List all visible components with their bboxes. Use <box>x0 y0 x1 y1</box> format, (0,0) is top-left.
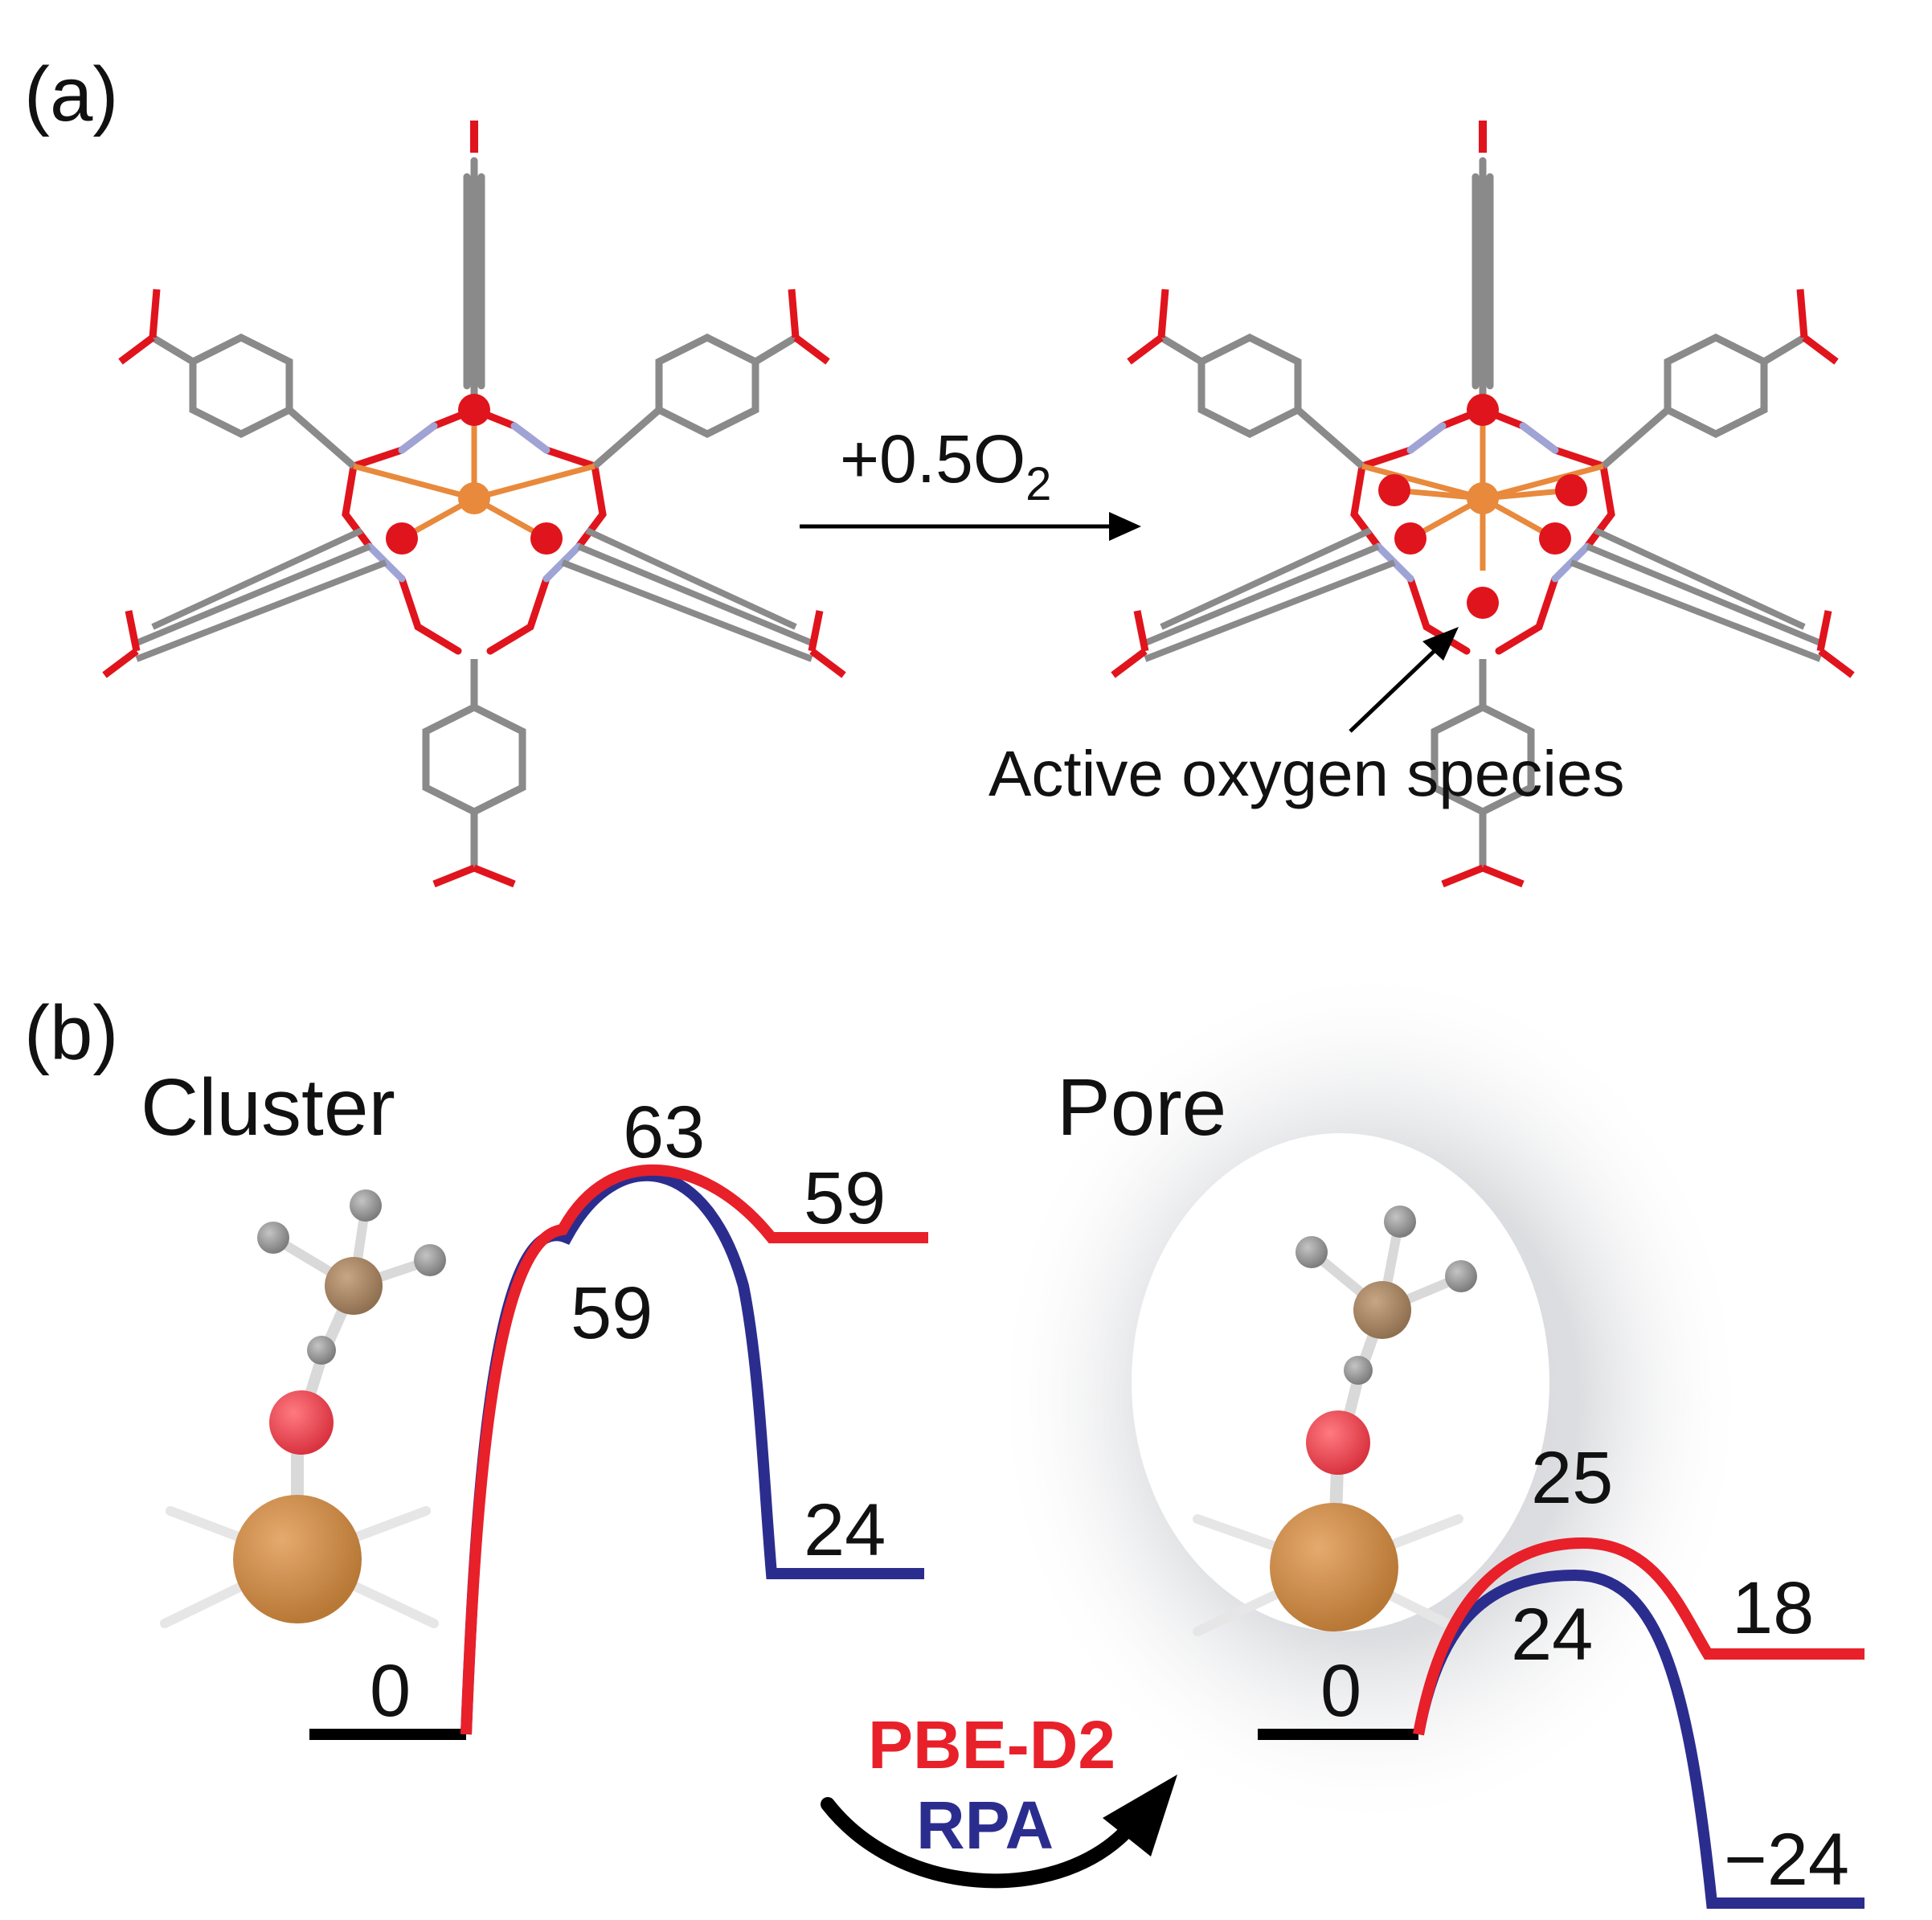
reaction-label-subscript: 2 <box>1025 458 1051 510</box>
pore-pbe-final-value: 18 <box>1732 1567 1814 1649</box>
cluster-oxygen-atom <box>269 1390 334 1455</box>
pore-title: Pore <box>1057 1062 1226 1152</box>
pore-oxygen-atom <box>1306 1410 1370 1475</box>
method-legend: PBE-D2 RPA <box>868 1707 1115 1863</box>
cluster-pbe-final-value: 59 <box>804 1157 886 1239</box>
pore-molecule <box>1193 1206 1477 1636</box>
mof-cluster-after <box>1113 121 1852 884</box>
legend-pbe-d2: PBE-D2 <box>868 1707 1115 1783</box>
cluster-rpa-ts-value: 59 <box>571 1272 653 1354</box>
pore-metal-atom <box>1270 1503 1398 1631</box>
panel-a-label: (a) <box>24 51 118 137</box>
cluster-pbe-ts-value: 63 <box>623 1091 705 1173</box>
active-oxygen-atom <box>1467 587 1499 619</box>
pore-rpa-ts-value: 24 <box>1511 1594 1593 1676</box>
cluster-initial-value: 0 <box>370 1650 411 1732</box>
annotation-arrow <box>1349 627 1459 733</box>
cluster-energy-profile: 0 63 59 59 24 <box>309 1091 928 1740</box>
legend-rpa: RPA <box>916 1787 1054 1863</box>
pore-cavity <box>1132 1133 1549 1631</box>
cluster-pbe-curve <box>460 1164 928 1735</box>
pore-energy-profile: 0 25 18 24 −24 <box>1258 1437 1864 1909</box>
reaction-label: +0.5O2 <box>840 421 1051 510</box>
cluster-metal-atom <box>233 1495 362 1623</box>
pore-pbe-ts-value: 25 <box>1531 1437 1613 1519</box>
mof-cluster-before <box>104 121 844 884</box>
cluster-to-pore-arrow <box>821 1775 1177 1889</box>
pore-methyl-carbon <box>1353 1281 1411 1339</box>
pore-rpa-final-value: −24 <box>1724 1819 1849 1901</box>
panel-b: (b) Cluster Pore <box>24 964 1864 1909</box>
reaction-arrow <box>800 512 1141 541</box>
active-oxygen-label: Active oxygen species <box>989 738 1625 809</box>
cluster-title: Cluster <box>141 1062 395 1152</box>
cluster-molecule <box>160 1189 446 1628</box>
pore-pbe-curve <box>1413 1537 1864 1736</box>
pore-initial-value: 0 <box>1320 1650 1361 1732</box>
cluster-methyl-carbon <box>325 1257 383 1315</box>
cluster-rpa-final-value: 24 <box>804 1489 886 1571</box>
reaction-label-main: +0.5O <box>840 421 1025 497</box>
panel-b-label: (b) <box>24 990 118 1076</box>
panel-a: (a) +0.5O2 Active oxygen species <box>24 51 1852 884</box>
